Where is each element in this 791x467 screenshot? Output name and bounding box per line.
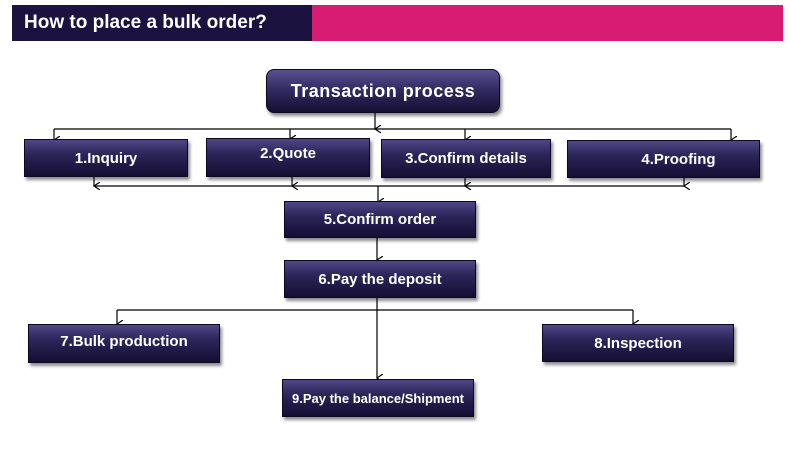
diagram-title-node: Transaction process (266, 69, 500, 113)
step-proofing: 4.Proofing (567, 140, 760, 178)
step-bulk-production: 7.Bulk production (28, 324, 220, 363)
step-pay-balance-shipment: 9.Pay the balance/Shipment (282, 379, 474, 417)
step-quote: 2.Quote (206, 138, 370, 177)
header-bar: How to place a bulk order? (12, 5, 783, 41)
step-confirm-details: 3.Confirm details (381, 139, 551, 178)
page-title: How to place a bulk order? (12, 5, 312, 41)
step-pay-deposit: 6.Pay the deposit (284, 260, 476, 298)
step-confirm-order: 5.Confirm order (284, 201, 476, 238)
step-inspection: 8.Inspection (542, 324, 734, 362)
step-inquiry: 1.Inquiry (24, 139, 188, 177)
header-accent-bar (312, 5, 783, 41)
